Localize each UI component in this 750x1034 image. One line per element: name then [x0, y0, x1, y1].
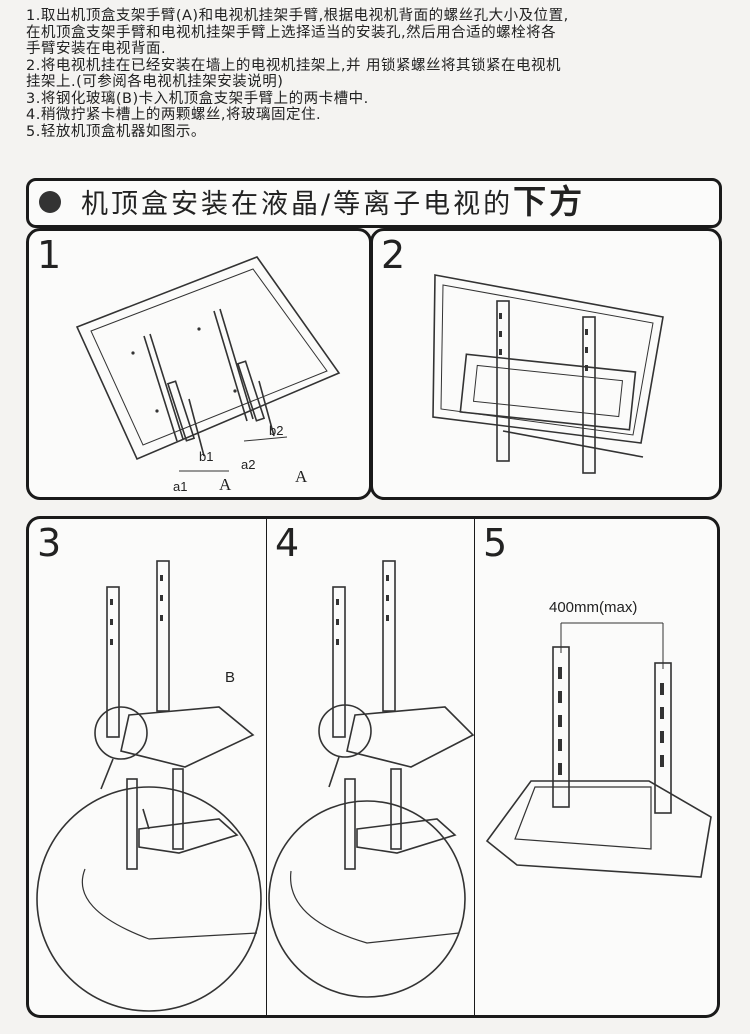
banner-title-text: 机顶盒安装在液晶/等离子电视的 — [81, 189, 514, 220]
label-max-width: 400mm(max) — [549, 599, 638, 616]
label-b2: b2 — [269, 423, 284, 438]
instruction-line: 手臂安装在电视背面. — [26, 41, 167, 57]
screw-tighten-illustration — [268, 560, 475, 998]
instruction-line: 4.稍微拧紧卡槽上的两颗螺丝,将玻璃固定住. — [26, 107, 322, 123]
label-b1: b1 — [199, 449, 214, 464]
settop-box-placed-illustration — [485, 622, 712, 878]
step-3-panel: 3 B — [26, 516, 270, 1018]
instruction-line: 在机顶盒支架手臂和电视机挂架手臂上选择适当的安装孔,然后用合适的螺栓将各 — [26, 24, 557, 41]
step-number: 4 — [275, 521, 300, 565]
label-glass-b: B — [225, 669, 236, 686]
instruction-line: 2.将电视机挂在已经安装在墙上的电视机挂架上,并 用锁紧螺丝将其锁紧在电视机 — [26, 57, 562, 74]
banner-title-emphasis: 下方 — [513, 182, 586, 221]
label-a2: a2 — [241, 457, 256, 472]
instruction-line: 5.轻放机顶盒机器如图示。 — [26, 123, 206, 140]
instructions: 1.取出机顶盒支架手臂(A)和电视机挂架手臂,根据电视机背面的螺丝孔大小及位置,… — [26, 8, 726, 140]
label-arm-a-left: A — [219, 475, 232, 494]
step-1-panel: 1 b1 b2 a1 a2 A A — [26, 228, 372, 500]
step-number: 2 — [381, 233, 406, 277]
instruction-line: 3.将钢化玻璃(B)卡入机顶盒支架手臂上的两卡槽中. — [26, 90, 369, 107]
tv-back-arms-illustration — [75, 256, 341, 472]
instruction-line: 挂架上.(可参阅各电视机挂架安装说明) — [26, 74, 284, 90]
step-number: 1 — [37, 233, 62, 277]
glass-insert-illustration — [36, 560, 262, 1012]
banner-title: 机顶盒安装在液晶/等离子电视的下方 — [81, 185, 585, 222]
label-a1: a1 — [173, 479, 188, 494]
label-arm-a-right: A — [295, 467, 308, 486]
tv-on-wall-mount-illustration — [432, 274, 664, 474]
step-number: 5 — [483, 521, 508, 565]
step-4-panel: 4 — [266, 516, 476, 1018]
step-number: 3 — [37, 521, 62, 565]
bullet-icon — [39, 191, 61, 213]
step-2-panel: 2 — [370, 228, 722, 500]
section-banner: 机顶盒安装在液晶/等离子电视的下方 — [26, 178, 722, 228]
instruction-line: 1.取出机顶盒支架手臂(A)和电视机挂架手臂,根据电视机背面的螺丝孔大小及位置, — [26, 8, 569, 24]
step-5-panel: 5 400mm(max) — [474, 516, 720, 1018]
